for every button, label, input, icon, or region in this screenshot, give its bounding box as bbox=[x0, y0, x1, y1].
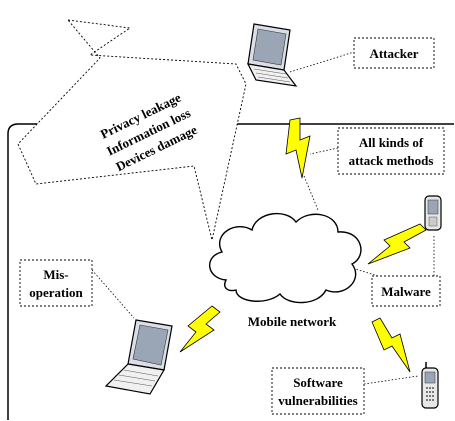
attack-methods-label-line1: All kinds of bbox=[359, 135, 424, 150]
mobile-phone-icon bbox=[424, 195, 442, 231]
attack-methods-connector bbox=[309, 147, 339, 155]
frame-border bbox=[7, 123, 454, 420]
lightning-bolt-icon bbox=[367, 223, 427, 265]
mobile-phone-icon bbox=[421, 362, 439, 409]
attack-methods-label-line2: attack methods bbox=[349, 153, 434, 168]
connector-lines bbox=[91, 51, 435, 385]
laptop-icon bbox=[104, 319, 173, 395]
malware-to-cloud bbox=[351, 267, 379, 277]
software-connector bbox=[363, 375, 419, 385]
software-vulnerabilities-label-line2: vulnerabilities bbox=[278, 393, 357, 408]
software-vulnerabilities-box bbox=[271, 367, 365, 415]
misoperation-connector bbox=[91, 269, 135, 319]
laptop-icon bbox=[246, 23, 298, 87]
attack-methods-to-cloud bbox=[303, 175, 319, 211]
lightning-bolt-icon bbox=[371, 317, 411, 373]
malware-label: Malware bbox=[381, 284, 431, 299]
consequence-arrow bbox=[17, 19, 247, 241]
attacker-connector bbox=[289, 51, 355, 73]
misoperation-label-line1: Mis- bbox=[43, 267, 68, 282]
misoperation-box bbox=[19, 259, 93, 307]
lightning-bolt-icon bbox=[179, 305, 221, 353]
software-vulnerabilities-label-line1: Software bbox=[293, 375, 343, 390]
attacker-box bbox=[353, 37, 435, 69]
lightning-bolt-icon bbox=[285, 117, 311, 179]
attack-methods-box bbox=[337, 127, 445, 175]
cloud-icon bbox=[209, 212, 362, 304]
attacker-label: Attacker bbox=[369, 46, 418, 61]
malware-box bbox=[371, 275, 441, 307]
misoperation-label-line2: operation bbox=[29, 285, 83, 300]
mobile-network-label: Mobile network bbox=[248, 314, 337, 329]
